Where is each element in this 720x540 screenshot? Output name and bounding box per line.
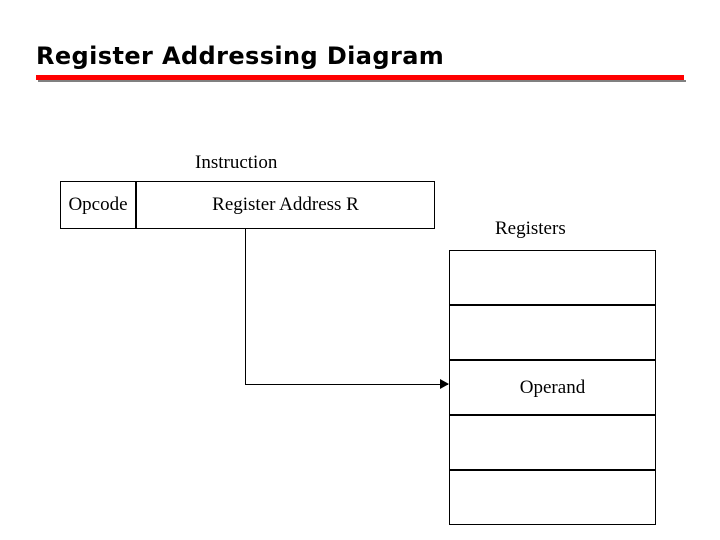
title-underline-rule [36,75,684,80]
registers-label: Registers [495,218,566,239]
register-cell-4-label [450,471,655,524]
connector-horizontal-segment [245,384,448,385]
register-cell-3 [449,415,656,470]
register-cell-2-label: Operand [519,376,586,398]
register-cell-1 [449,305,656,360]
title-rule-shadow [38,80,686,82]
opcode-field-label: Opcode [68,194,128,215]
page-title: Register Addressing Diagram [36,42,445,70]
arrow-head-icon [440,379,449,389]
register-cell-2: Operand [449,360,656,415]
connector-vertical-segment [245,229,246,385]
register-cell-3-label [450,416,655,469]
register-address-field-label: Register Address R [212,194,359,215]
register-address-field-box: Register Address R [136,181,435,229]
opcode-field-box: Opcode [60,181,136,229]
register-cell-0 [449,250,656,305]
register-cell-4 [449,470,656,525]
register-cell-1-label [450,306,655,359]
register-cell-0-label [450,251,655,304]
instruction-label: Instruction [195,152,278,173]
